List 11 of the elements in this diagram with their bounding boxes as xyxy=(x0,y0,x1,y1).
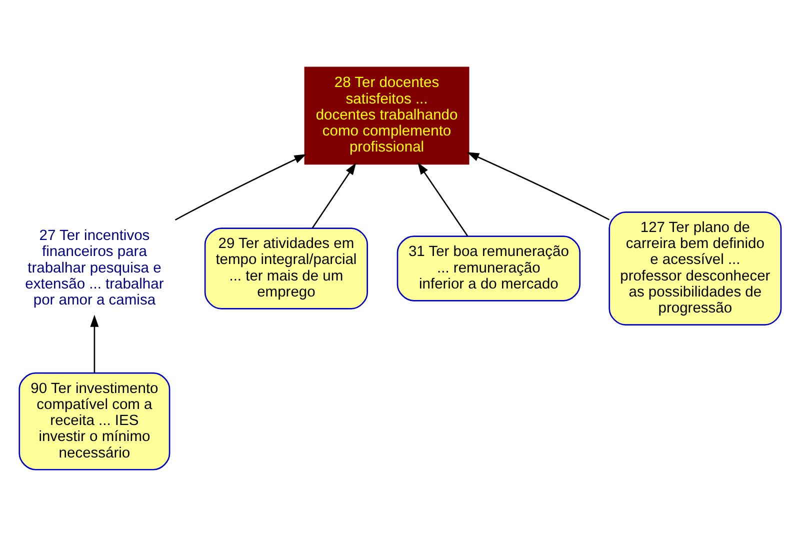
node-text: 27 Ter incentivos financeiros para trabalhar pesquisa e extensão ... trabalhar por amor a camisa xyxy=(25,228,164,308)
node-box: 28 Ter docentes satisfeitos ... docentes trabalhando como complemento profissional xyxy=(304,66,470,165)
node-box: 90 Ter investimento compatível com a receita ... IES investir o mínimo necessário xyxy=(18,372,170,470)
node-box: 29 Ter atividades em tempo integral/parcial ... ter mais de um emprego xyxy=(204,228,368,310)
arrow xyxy=(466,152,610,220)
node-box: 31 Ter boa remuneração ... remuneração inferior a do mercado xyxy=(396,236,581,302)
arrow xyxy=(174,154,306,221)
arrow xyxy=(418,162,468,236)
arrow xyxy=(312,162,356,228)
arrow xyxy=(90,314,99,373)
node-box: 127 Ter plano de carreira bem definido e acessível ... professor desconhecer as possibilidades de progressão xyxy=(608,212,782,326)
